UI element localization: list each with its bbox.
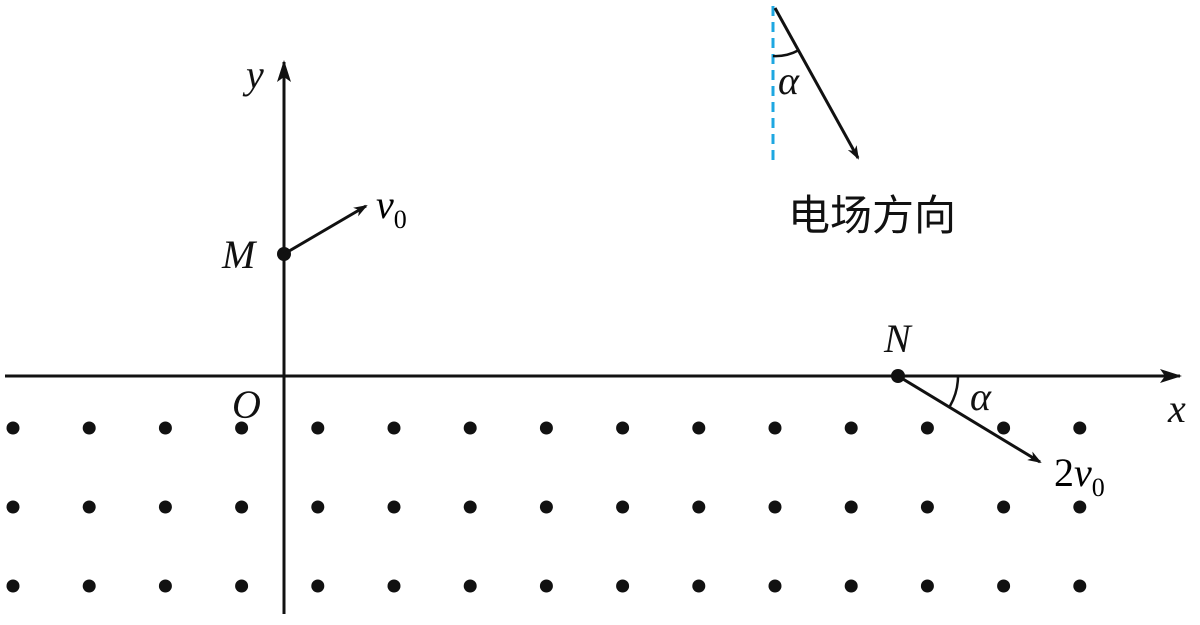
field-dot [997, 500, 1011, 514]
field-angle-label: α [778, 58, 800, 103]
field-dot [311, 421, 325, 435]
x-axis-label: x [1167, 386, 1186, 431]
initial-velocity-arrow [283, 204, 368, 256]
field-dot [844, 421, 858, 435]
field-dot [768, 579, 782, 593]
field-dot [616, 421, 630, 435]
field-dot [844, 500, 858, 514]
field-dot [387, 500, 401, 514]
field-dot [387, 421, 401, 435]
field-dot [6, 500, 20, 514]
field-dot [768, 500, 782, 514]
field-dot [692, 421, 706, 435]
field-dot [311, 500, 325, 514]
point-n-label: N [883, 316, 913, 361]
angle-label-at-n: α [970, 374, 992, 419]
final-velocity-arrow [897, 374, 1042, 464]
field-dot [997, 421, 1011, 435]
field-dot [235, 500, 249, 514]
field-dot [1073, 500, 1087, 514]
field-dot [539, 421, 553, 435]
field-dot [463, 579, 477, 593]
field-dot [1073, 421, 1087, 435]
field-dot [1073, 579, 1087, 593]
y-axis-label: y [242, 52, 264, 97]
field-dot [6, 421, 20, 435]
point-m-label: M [221, 232, 258, 277]
field-dot [692, 579, 706, 593]
field-dot [82, 421, 96, 435]
field-dot [692, 500, 706, 514]
initial-velocity-label: v0 [376, 182, 407, 234]
field-dot [158, 500, 172, 514]
field-dot [82, 500, 96, 514]
field-dot [616, 500, 630, 514]
field-dot [463, 421, 477, 435]
field-dot [920, 421, 934, 435]
field-dot [920, 579, 934, 593]
field-dot [844, 579, 858, 593]
field-dot [235, 421, 249, 435]
field-dot [539, 579, 553, 593]
field-dot [158, 579, 172, 593]
field-dot [387, 579, 401, 593]
field-dot [158, 421, 172, 435]
field-dot [539, 500, 553, 514]
field-direction-label: 电场方向 [788, 191, 956, 240]
field-dot [235, 579, 249, 593]
field-angle-arc [772, 48, 800, 58]
field-dot [920, 500, 934, 514]
field-dot [6, 579, 20, 593]
final-velocity-label: 2v0 [1054, 450, 1105, 502]
angle-arc-at-n [948, 375, 960, 407]
magnetic-field-dots [6, 421, 1087, 593]
field-direction-arrow [773, 7, 860, 160]
origin-label: O [232, 382, 261, 427]
field-dot [997, 579, 1011, 593]
field-dot [463, 500, 477, 514]
field-dot [768, 421, 782, 435]
field-dot [82, 579, 96, 593]
field-dot [311, 579, 325, 593]
field-dot [616, 579, 630, 593]
